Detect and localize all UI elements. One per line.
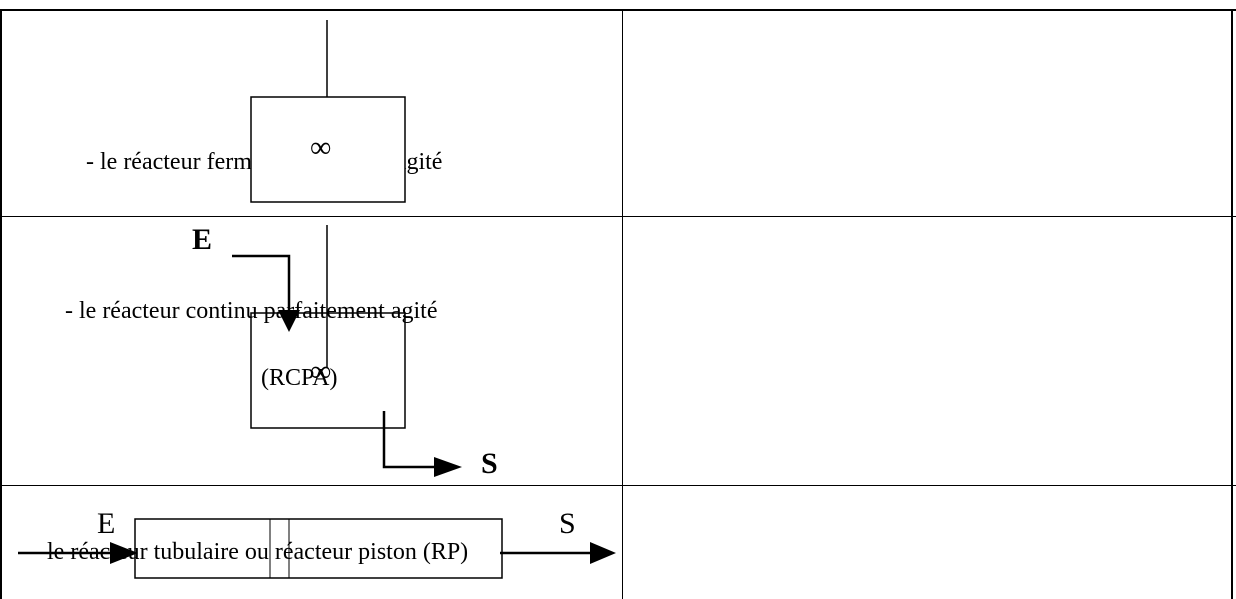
inlet-arrow-head [278,310,300,332]
table-border-top [0,9,1236,11]
stirrer-icon: ∞ [310,355,332,388]
inlet-pipe [232,254,291,316]
outlet-label: S [481,447,498,480]
cstr-abbreviation: (RCPA) [261,365,338,391]
table-row-divider-2 [0,485,1236,486]
table-column-divider [622,9,623,599]
table-border-left [0,9,2,599]
inlet-arrow-head [110,542,138,564]
reactor-vessel [250,96,406,203]
outlet-pipe [382,411,440,469]
inlet-label: E [192,223,213,256]
table-border-right [1231,9,1233,599]
outlet-arrow-head [590,542,616,564]
stirrer-icon: ∞ [310,131,332,164]
tubular-reactor [134,518,503,579]
table-row-divider-1 [0,216,1236,217]
inlet-label: E [97,507,116,540]
row-label-plug-flow-reactor: le réacteur tubulaire ou réacteur piston… [47,539,469,565]
outlet-label: S [559,507,576,540]
outlet-arrow-head [434,457,462,477]
reactor-vessel [250,312,406,429]
